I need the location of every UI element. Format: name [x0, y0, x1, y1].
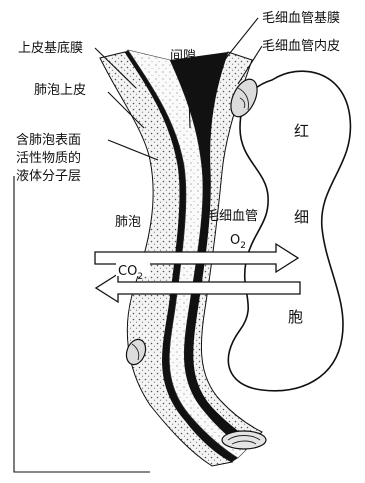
- label-surfactant-line2: 活性物质的: [16, 150, 81, 166]
- leader-capillary-basement: [226, 18, 258, 58]
- red-blood-cell-outline: [228, 71, 350, 391]
- label-rbc-char2: 细: [294, 208, 309, 226]
- label-rbc-char3: 胞: [288, 308, 303, 326]
- label-alveolar-epithelium: 肺泡上皮: [34, 83, 86, 98]
- label-epithelial-basement: 上皮基底膜: [18, 40, 83, 56]
- label-o2-main: O: [230, 233, 240, 248]
- label-capillary-basement: 毛细血管基膜: [262, 11, 340, 26]
- label-capillary-endothelium: 毛细血管内皮: [262, 38, 340, 54]
- label-surfactant-line1: 含肺泡表面: [16, 132, 81, 148]
- label-surfactant-line3: 液体分子层: [16, 169, 81, 184]
- label-interstitial-space: 间隙: [170, 49, 196, 64]
- label-co2-main: CO: [118, 264, 137, 279]
- label-o2: O2: [230, 233, 246, 251]
- label-alveolus: 肺泡: [115, 215, 141, 230]
- label-rbc-char1: 红: [294, 122, 309, 140]
- label-o2-sub: 2: [240, 241, 246, 251]
- label-co2-sub: 2: [137, 272, 143, 282]
- label-capillary: 毛细血管: [206, 209, 258, 224]
